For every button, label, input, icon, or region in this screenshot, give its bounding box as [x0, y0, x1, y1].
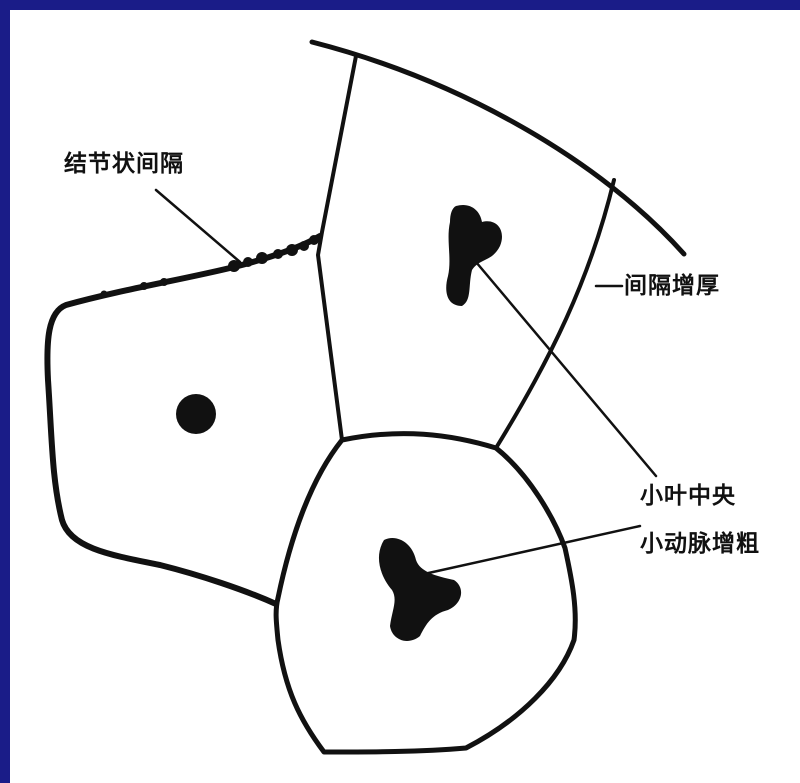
- pleura-arc: [309, 39, 687, 257]
- septal-nodules: [100, 235, 319, 298]
- septum-upper-right: [494, 178, 616, 450]
- left-lobule-outline: [44, 233, 323, 607]
- lower-central-arteriole: [378, 538, 462, 641]
- label-centrilobular-line1: 小叶中央: [640, 483, 736, 509]
- leader-centrilobular-lower: [422, 524, 642, 576]
- label-centrilobular-line2: 小动脉增粗: [640, 531, 760, 557]
- leader-nodular-septum: [154, 188, 242, 264]
- upper-central-arteriole: [446, 204, 502, 306]
- leader-centrilobular-upper: [474, 260, 658, 478]
- bottom-lobule-outline: [273, 431, 578, 755]
- left-lobule-central-dot: [176, 394, 216, 434]
- diagram-panel: [10, 10, 800, 783]
- label-septal-thickening: 间隔增厚: [624, 273, 720, 299]
- septum-upper-left: [316, 54, 358, 442]
- label-nodular-septum: 结节状间隔: [64, 151, 184, 177]
